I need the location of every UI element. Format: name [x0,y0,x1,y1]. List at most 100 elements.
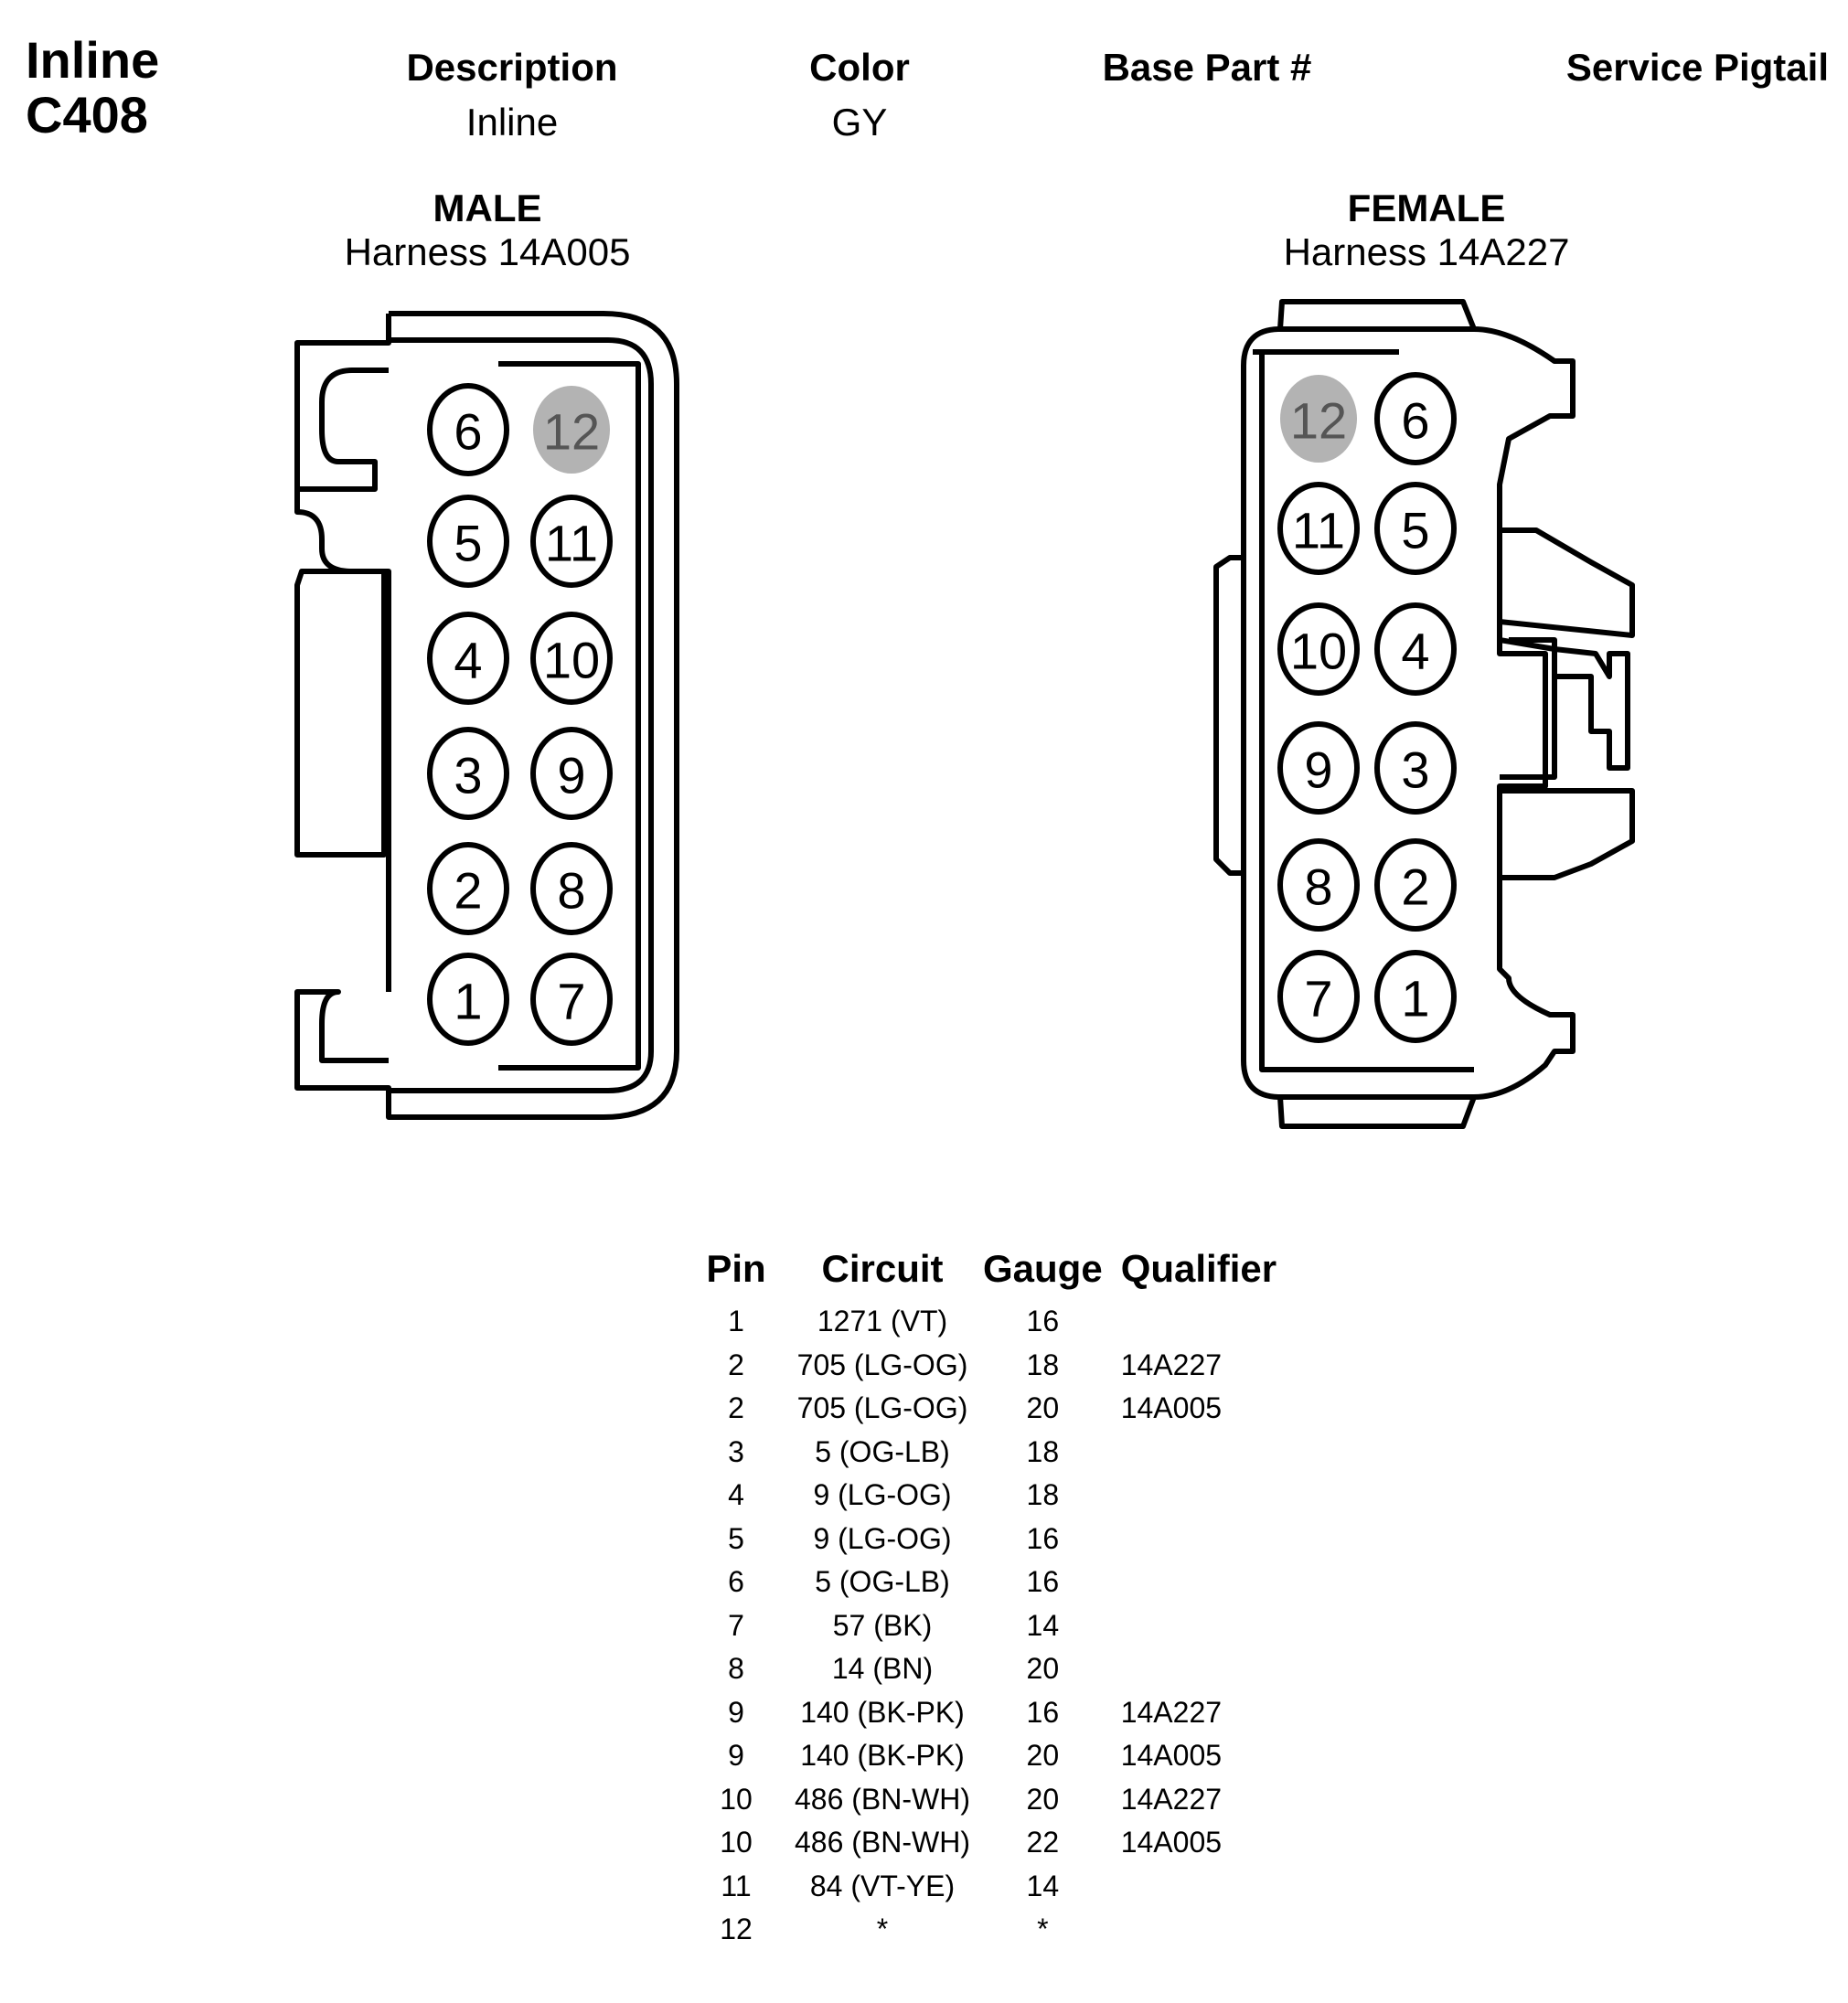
description-header: Description [406,46,618,89]
pin-number: 4 [454,632,482,689]
pin-4: 4 [427,612,509,705]
qualifier-cell: 14A005 [1120,1391,1223,1425]
pin-4: 4 [1374,602,1457,696]
pin-9: 9 [530,727,613,820]
pin-number: 12 [543,403,600,461]
pin-circle [427,842,509,935]
table-row: 12** [681,1908,1286,1952]
pin-number: 10 [543,632,600,689]
pin-number: 6 [1401,392,1429,450]
pin-circle [427,383,509,476]
pin-number: 9 [1304,741,1332,799]
circuit-cell: 486 (BN-WH) [794,1782,970,1816]
pin-number: 6 [454,403,482,461]
circuit-cell: * [876,1912,889,1946]
gauge-cell: 16 [1026,1521,1060,1555]
service-pigtail-header: Service Pigtail [1565,46,1829,89]
qualifier-cell: 14A227 [1120,1348,1223,1381]
pin-1: 1 [427,953,509,1046]
pin-circle [427,727,509,820]
pin-number: 1 [454,973,482,1030]
pin-number: 8 [557,862,585,920]
pin-cell: 10 [720,1782,753,1816]
pin-8: 8 [1277,838,1360,932]
pin-number: 3 [1401,741,1429,799]
pin-6: 6 [427,383,509,476]
pin-circle [530,842,613,935]
qualifier-cell: 14A227 [1120,1695,1223,1729]
gauge-cell: 20 [1026,1739,1060,1773]
pin-cell: 9 [728,1695,744,1729]
gauge-cell: 14 [1026,1608,1060,1642]
circuit-cell: 84 (VT-YE) [809,1869,956,1902]
gauge-cell: 22 [1026,1826,1060,1859]
pin-5: 5 [1374,482,1457,575]
gauge-col-header: Gauge [983,1247,1103,1290]
male-connector-housing [294,311,679,1120]
color-value: GY [831,101,888,144]
pin-number: 10 [1290,623,1347,680]
qualifier-cell [1112,1474,1286,1518]
pin-circle [530,727,613,820]
pin-number: 9 [557,747,585,804]
pin-circle [1374,950,1457,1043]
qualifier-cell [1112,1604,1286,1648]
qualifier-cell [1112,1518,1286,1561]
pin-circle [1374,372,1457,465]
pin-cell: 12 [720,1912,753,1946]
pin-10: 10 [530,612,613,705]
pin-7: 7 [530,953,613,1046]
qualifier-cell [1112,1300,1286,1344]
circuit-cell: 9 (LG-OG) [813,1478,952,1512]
pin-circle [1277,482,1360,575]
pin-number: 8 [1304,858,1332,916]
pin-circle [1277,838,1360,932]
pin-table-header-row: Pin Circuit Gauge Qualifier [681,1243,1286,1300]
gauge-cell: 18 [1026,1434,1060,1468]
pin-circle [1280,375,1357,463]
circuit-col-header: Circuit [821,1247,944,1290]
base-part-header: Base Part # [1102,46,1312,89]
pin-number: 11 [1292,502,1345,559]
title-line-2: C408 [26,86,148,144]
pin-number: 1 [1401,970,1429,1028]
pin-circle [1277,721,1360,815]
pin-circle [1374,482,1457,575]
pin-number: 4 [1401,623,1429,680]
pin-cell: 8 [728,1652,744,1686]
description-value: Inline [465,101,559,144]
pin-cell: 6 [728,1565,744,1599]
gauge-cell: 16 [1026,1565,1060,1599]
pin-circle [530,953,613,1046]
female-label: FEMALE [1347,186,1506,229]
pin-cell: 1 [728,1305,744,1338]
pin-number: 2 [1401,858,1429,916]
pin-circle [427,495,509,588]
circuit-cell: 140 (BK-PK) [800,1739,965,1773]
circuit-cell: 1271 (VT) [817,1305,948,1338]
circuit-cell: 140 (BK-PK) [800,1695,965,1729]
pin-circle [1277,950,1360,1043]
pin-circle [1374,721,1457,815]
pin-number: 12 [1290,392,1347,450]
pin-circle [1374,602,1457,696]
pin-number: 7 [557,973,585,1030]
circuit-cell: 705 (LG-OG) [796,1348,968,1381]
pin-8: 8 [530,842,613,935]
circuit-cell: 705 (LG-OG) [796,1391,968,1425]
pin-2: 2 [1374,838,1457,932]
gauge-cell: 20 [1026,1391,1060,1425]
pin-cell: 2 [728,1348,744,1381]
pin-number: 5 [454,515,482,572]
